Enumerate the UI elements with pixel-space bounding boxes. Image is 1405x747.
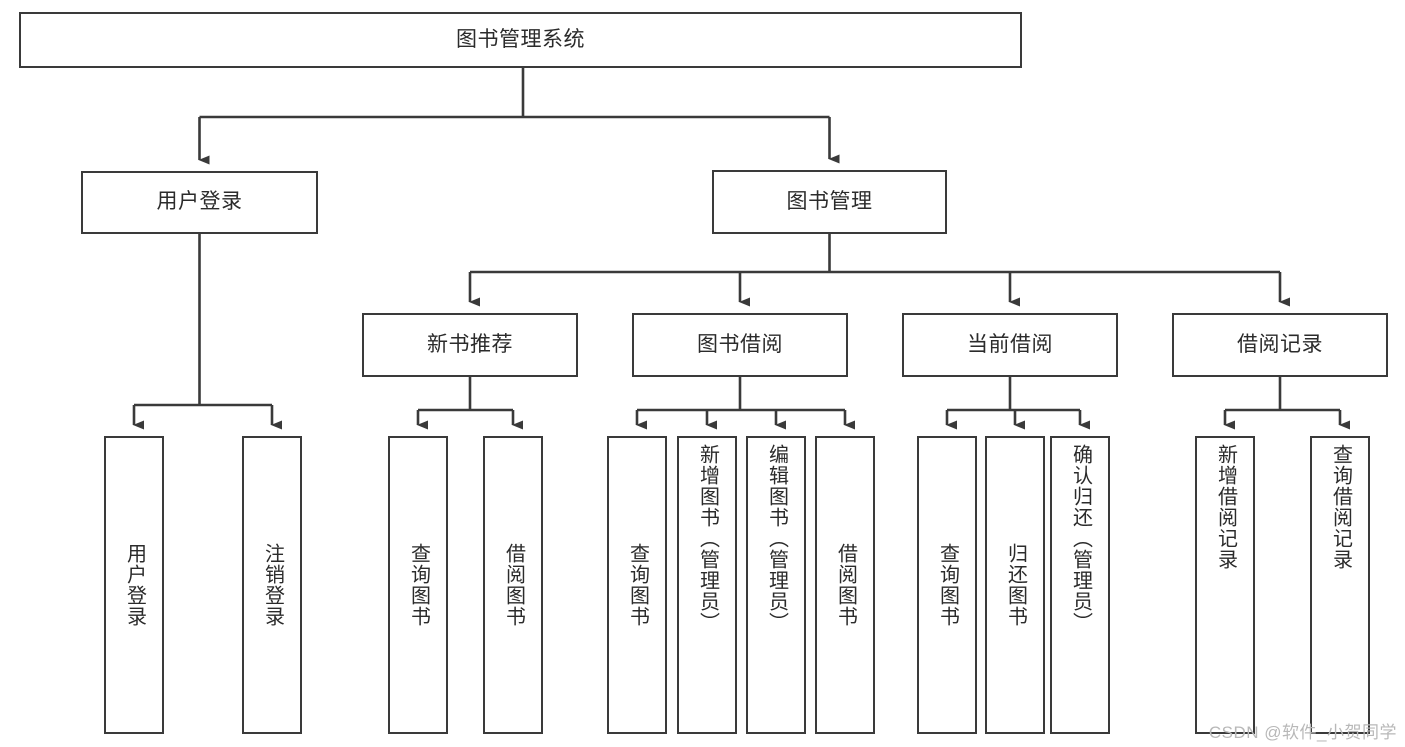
- node-label: 借阅图书: [502, 543, 525, 627]
- node-label: 图书管理: [786, 189, 873, 213]
- node-label: 归还图书: [1004, 543, 1027, 627]
- node-label: 查询图书: [407, 543, 430, 627]
- node-leaf-query-book-2[interactable]: 查询图书: [607, 436, 667, 734]
- node-label: 查询借阅记录: [1329, 444, 1352, 570]
- node-label: 新增图书（管理员）: [696, 444, 719, 633]
- node-leaf-query-book-1[interactable]: 查询图书: [388, 436, 448, 734]
- node-leaf-user-login[interactable]: 用户登录: [104, 436, 164, 734]
- node-borrow-record[interactable]: 借阅记录: [1172, 313, 1388, 377]
- node-user-login[interactable]: 用户登录: [81, 171, 318, 234]
- watermark-text: CSDN @软件_小贺同学: [1208, 723, 1397, 742]
- node-leaf-logout[interactable]: 注销登录: [242, 436, 302, 734]
- node-root[interactable]: 图书管理系统: [19, 12, 1022, 68]
- node-label: 用户登录: [123, 543, 146, 627]
- node-label: 图书管理系统: [456, 27, 585, 51]
- node-leaf-query-book-3[interactable]: 查询图书: [917, 436, 977, 734]
- node-label: 用户登录: [156, 190, 243, 214]
- node-leaf-borrow-book-2[interactable]: 借阅图书: [815, 436, 875, 734]
- node-label: 确认归还（管理员）: [1069, 444, 1092, 633]
- node-label: 查询图书: [936, 543, 959, 627]
- node-label: 图书借阅: [697, 332, 783, 356]
- node-leaf-query-record[interactable]: 查询借阅记录: [1310, 436, 1370, 734]
- node-leaf-confirm-return[interactable]: 确认归还（管理员）: [1050, 436, 1110, 734]
- node-leaf-edit-book[interactable]: 编辑图书（管理员）: [746, 436, 806, 734]
- node-book-manage[interactable]: 图书管理: [712, 170, 947, 234]
- node-label: 新书推荐: [427, 332, 513, 356]
- node-label: 当前借阅: [967, 332, 1053, 356]
- node-book-borrow[interactable]: 图书借阅: [632, 313, 848, 377]
- node-current-borrow[interactable]: 当前借阅: [902, 313, 1118, 377]
- node-new-book-recommend[interactable]: 新书推荐: [362, 313, 578, 377]
- node-leaf-add-record[interactable]: 新增借阅记录: [1195, 436, 1255, 734]
- node-leaf-return-book[interactable]: 归还图书: [985, 436, 1045, 734]
- node-label: 注销登录: [261, 543, 284, 627]
- node-label: 借阅记录: [1237, 332, 1323, 356]
- node-leaf-add-book[interactable]: 新增图书（管理员）: [677, 436, 737, 734]
- node-label: 编辑图书（管理员）: [765, 444, 788, 633]
- node-label: 新增借阅记录: [1214, 444, 1237, 570]
- node-leaf-borrow-book-1[interactable]: 借阅图书: [483, 436, 543, 734]
- node-label: 查询图书: [626, 543, 649, 627]
- node-label: 借阅图书: [834, 543, 857, 627]
